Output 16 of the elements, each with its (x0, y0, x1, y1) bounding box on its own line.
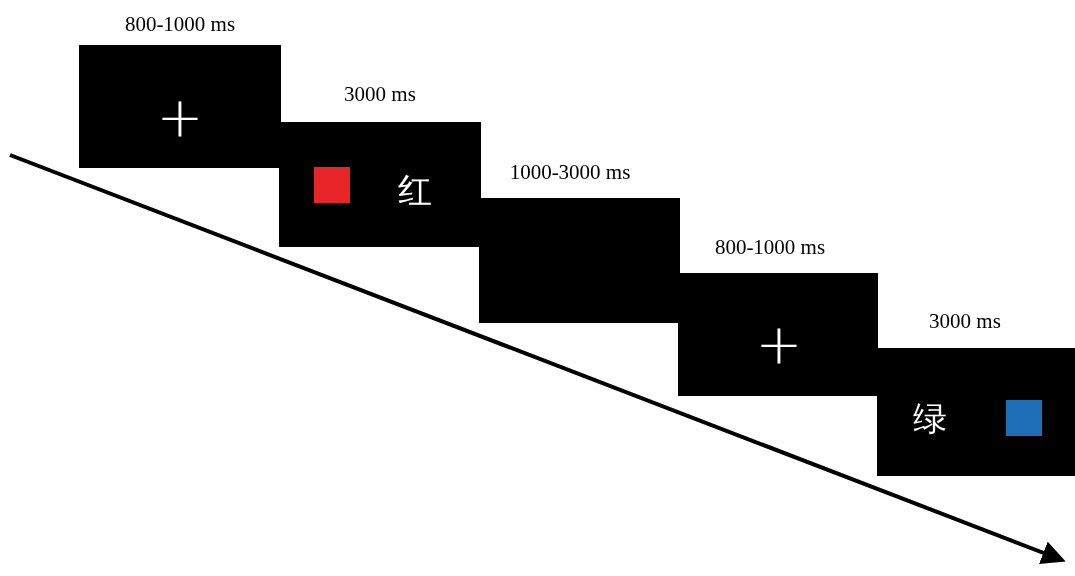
duration-label: 1000-3000 ms (509, 160, 631, 185)
color-square (1006, 400, 1042, 436)
fixation-cross: + (156, 89, 204, 145)
color-square (314, 167, 350, 203)
color-word: 绿 (913, 401, 947, 435)
color-word: 红 (398, 173, 432, 207)
stimulus-screen (877, 348, 1075, 476)
duration-label: 800-1000 ms (714, 235, 826, 260)
fixation-cross: + (755, 316, 803, 372)
stimulus-screen (678, 273, 878, 396)
stimulus-screen (79, 45, 281, 168)
stimulus-screen (279, 122, 481, 247)
duration-label: 3000 ms (929, 309, 1001, 334)
stimulus-screen (479, 198, 680, 323)
duration-label: 800-1000 ms (124, 12, 236, 37)
duration-label: 3000 ms (344, 82, 416, 107)
